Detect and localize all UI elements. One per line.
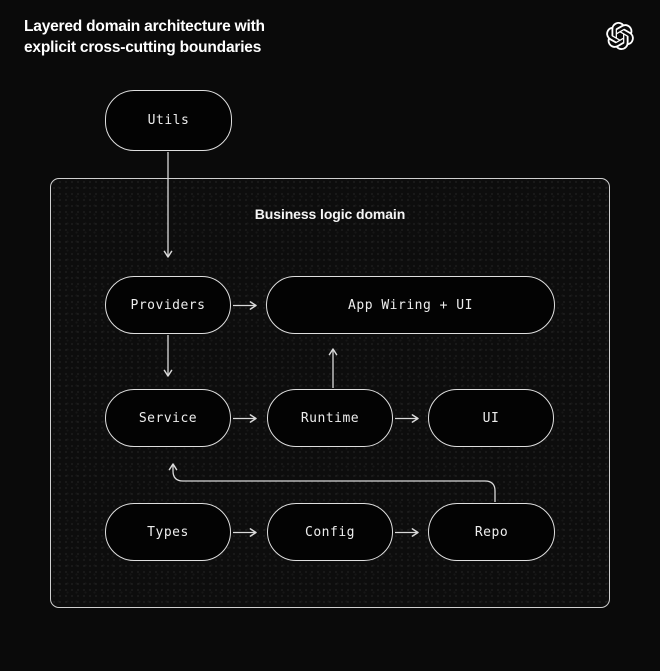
node-service-label: Service — [138, 410, 198, 426]
node-providers-label: Providers — [130, 297, 206, 313]
openai-logo-icon — [606, 22, 634, 50]
page-title: Layered domain architecture with explici… — [24, 18, 265, 56]
node-app-wiring-ui: App Wiring + UI — [266, 276, 555, 334]
node-types: Types — [105, 503, 231, 561]
node-ui-label: UI — [482, 410, 500, 426]
node-utils-label: Utils — [147, 113, 190, 128]
node-types-label: Types — [147, 524, 189, 540]
business-logic-domain-label: Business logic domain — [254, 206, 406, 222]
node-repo-label: Repo — [474, 524, 509, 540]
node-app-wiring-ui-label: App Wiring + UI — [348, 297, 473, 313]
node-repo: Repo — [428, 503, 555, 561]
node-service: Service — [105, 389, 231, 447]
node-runtime-label: Runtime — [300, 410, 360, 426]
node-providers: Providers — [105, 276, 231, 334]
node-ui: UI — [428, 389, 554, 447]
node-config: Config — [267, 503, 393, 561]
node-config-label: Config — [305, 524, 355, 540]
node-runtime: Runtime — [267, 389, 393, 447]
node-utils: Utils — [105, 90, 232, 151]
